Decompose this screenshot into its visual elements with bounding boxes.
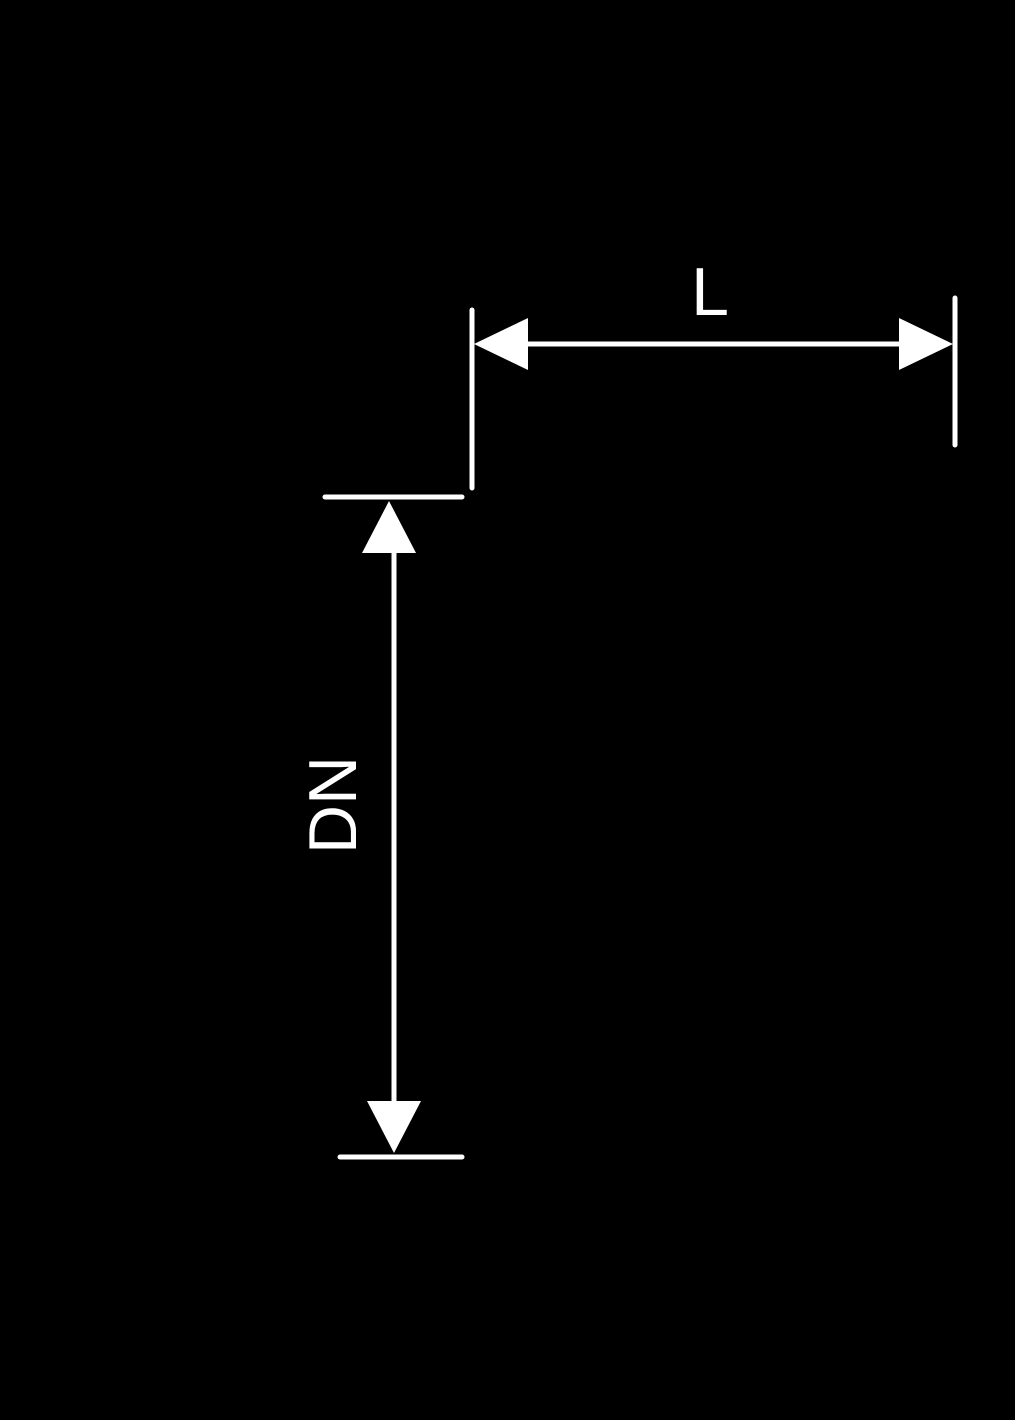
diameter-top-arrowhead [362, 501, 416, 553]
length-label: L [691, 254, 729, 330]
length-right-arrowhead [899, 318, 953, 370]
diameter-label: DN [295, 756, 371, 854]
length-dimension: L [469, 254, 958, 491]
length-left-arrowhead [474, 318, 528, 370]
diameter-dimension: DN [295, 494, 465, 1160]
diameter-bottom-arrowhead [367, 1101, 421, 1153]
